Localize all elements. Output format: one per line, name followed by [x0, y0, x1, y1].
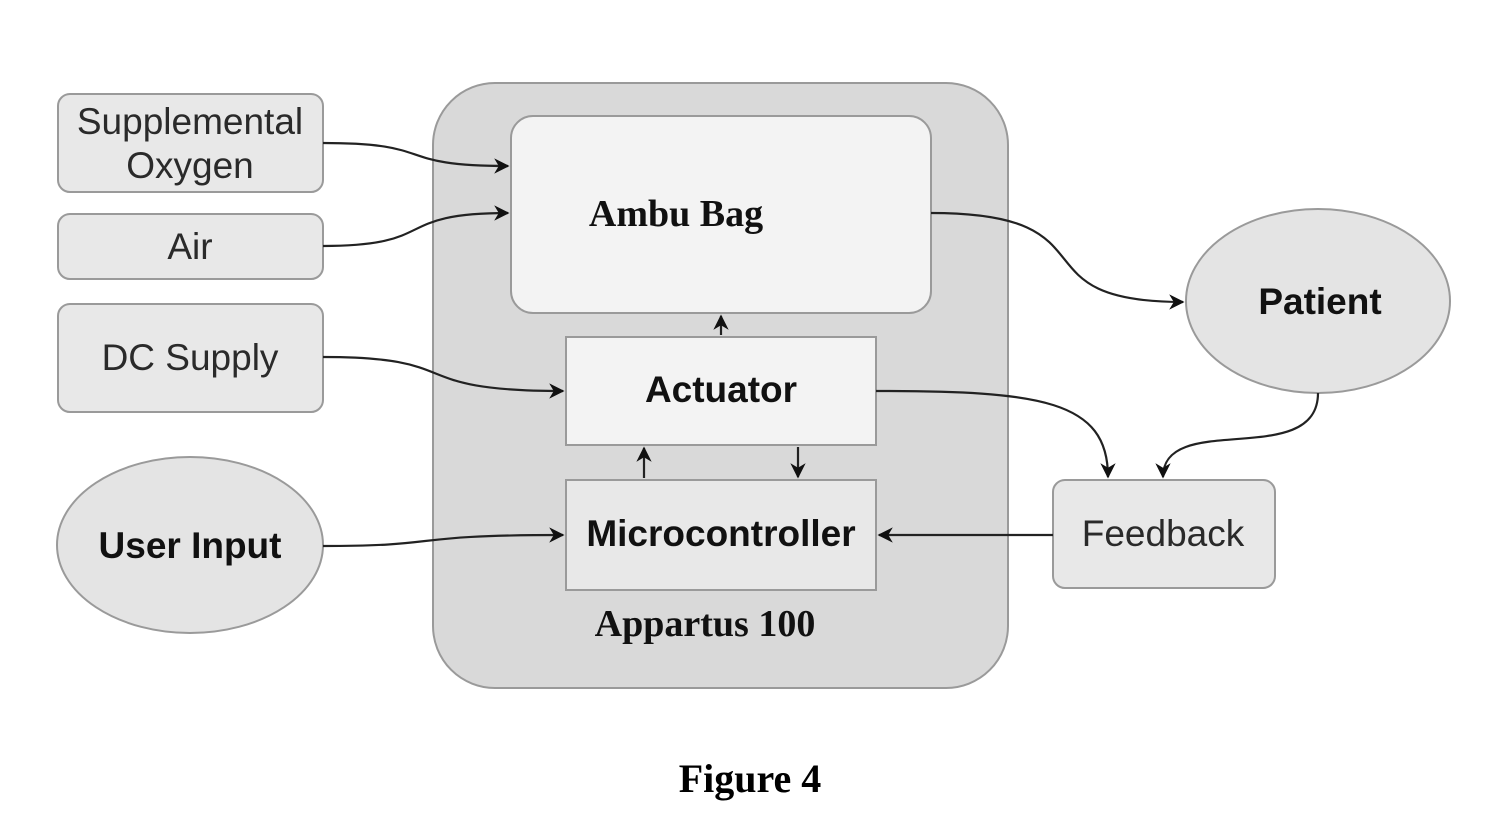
feedback-label: Feedback [1082, 513, 1245, 554]
patient-node: Patient [1185, 208, 1451, 394]
actuator-node: Actuator [565, 336, 877, 446]
ambu-bag-label: Ambu Bag [589, 193, 763, 235]
supplemental-oxygen-label-line2: Oxygen [126, 145, 254, 186]
air-label: Air [167, 226, 212, 267]
microcontroller-node: Microcontroller [565, 479, 877, 591]
user-input-label: User Input [99, 525, 282, 566]
edge-patient-to-feedback [1155, 392, 1320, 479]
dc-supply-node: DC Supply [57, 303, 324, 413]
edge-ambu-bag-to-patient [930, 211, 1185, 310]
microcontroller-label: Microcontroller [586, 513, 855, 554]
edge-actuator-to-feedback [875, 389, 1116, 479]
supplemental-oxygen-label-line1: Supplemental [77, 101, 303, 142]
edge-dc-supply-to-actuator [322, 355, 565, 399]
actuator-label: Actuator [645, 369, 797, 410]
air-node: Air [57, 213, 324, 280]
supplemental-oxygen-node: Supplemental Oxygen [57, 93, 324, 193]
apparatus-label: Appartus 100 [595, 603, 816, 645]
dc-supply-label: DC Supply [102, 337, 279, 378]
user-input-node: User Input [56, 456, 324, 634]
edge-oxygen-to-ambu-bag [322, 141, 510, 174]
edge-user-input-to-microcontroller [322, 527, 565, 548]
patient-label: Patient [1258, 281, 1381, 322]
feedback-node: Feedback [1052, 479, 1276, 589]
ambu-bag-node: Ambu Bag [510, 115, 932, 314]
edge-air-to-ambu-bag [322, 205, 510, 248]
figure-caption: Figure 4 [679, 756, 822, 801]
